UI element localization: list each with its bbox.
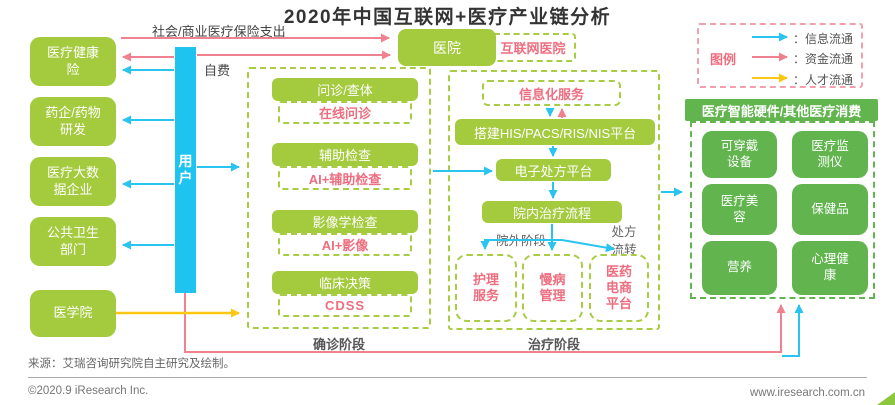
box-internet-hospital: 互联网医院: [490, 33, 576, 62]
box-e-prescription: 电子处方平台: [496, 159, 611, 181]
box-auxiliary-exam: 辅助检查: [272, 143, 418, 166]
diagnosis-stage-label: 确诊阶段: [312, 337, 365, 352]
box-ai-auxiliary-exam: AI+辅助检查: [278, 166, 412, 190]
box-nursing-service: 护理 服务: [455, 254, 517, 322]
copyright-text: ©2020.9 iResearch Inc.: [28, 385, 149, 397]
page-title: 2020年中国互联网+医疗产业链分析: [283, 7, 612, 28]
treatment-stage-label: 治疗阶段: [527, 337, 580, 352]
consumption-container: [690, 121, 875, 299]
legend-info-flow-label: ：信息流通: [793, 32, 854, 46]
label-prescription-flow: 处方 流转: [611, 225, 637, 257]
box-pharma-ecommerce: 医药 电商 平台: [589, 254, 649, 322]
box-health-insurance: 医疗健康 险: [30, 37, 116, 86]
box-pharma-rnd: 药企/药物 研发: [30, 97, 116, 146]
consumption-header: 医疗智能硬件/其他医疗消费: [685, 99, 878, 121]
label-self-pay: 自费: [204, 63, 231, 78]
source-note: 来源：艾瑞咨询研究院自主研究及绘制。: [28, 358, 235, 370]
legend-title: 图例: [710, 52, 737, 67]
box-medical-monitor: 医疗监 测仪: [792, 131, 868, 178]
box-medical-school: 医学院: [30, 290, 116, 337]
box-his-platform: 搭建HIS/PACS/RIS/NIS平台: [455, 119, 655, 145]
legend-box: [697, 23, 863, 88]
box-mental-health: 心理健 康: [792, 241, 868, 295]
box-medical-bigdata: 医疗大数 据企业: [30, 157, 116, 206]
box-nutrition: 营养: [702, 241, 777, 295]
box-wearable-device: 可穿戴 设备: [702, 131, 777, 178]
label-out-of-hospital: 院外阶段: [496, 234, 547, 248]
legend-talent-flow-label: ：人才流通: [793, 73, 854, 87]
legend-capital-flow-label: ：资金流通: [793, 52, 854, 66]
box-public-health: 公共卫生 部门: [30, 217, 116, 266]
box-cdss: CDSS: [278, 294, 412, 317]
box-imaging-exam: 影像学检查: [272, 210, 418, 233]
box-ai-imaging: AI+影像: [278, 233, 412, 256]
box-health-products: 保健品: [792, 184, 868, 235]
website-text: www.iresearch.com.cn: [749, 387, 865, 399]
box-online-consultation: 在线问诊: [278, 101, 412, 124]
box-medical-beauty: 医疗美 容: [702, 184, 777, 235]
iresearch-logo-wedge: [877, 392, 895, 405]
arrow-to-consumption-info: [782, 304, 804, 357]
box-in-hospital-process: 院内治疗流程: [482, 201, 622, 223]
box-information-service: 信息化服务: [482, 80, 621, 106]
label-insurance-spend: 社会/商业医疗保险支出: [152, 24, 286, 39]
user-bar: 用 户: [175, 47, 196, 293]
footer-divider: [28, 377, 867, 378]
box-chronic-disease-mgmt: 慢病 管理: [522, 254, 583, 322]
box-clinical-decision: 临床决策: [272, 271, 418, 294]
box-consultation: 问诊/查体: [272, 78, 418, 101]
box-hospital: 医院: [398, 29, 496, 66]
